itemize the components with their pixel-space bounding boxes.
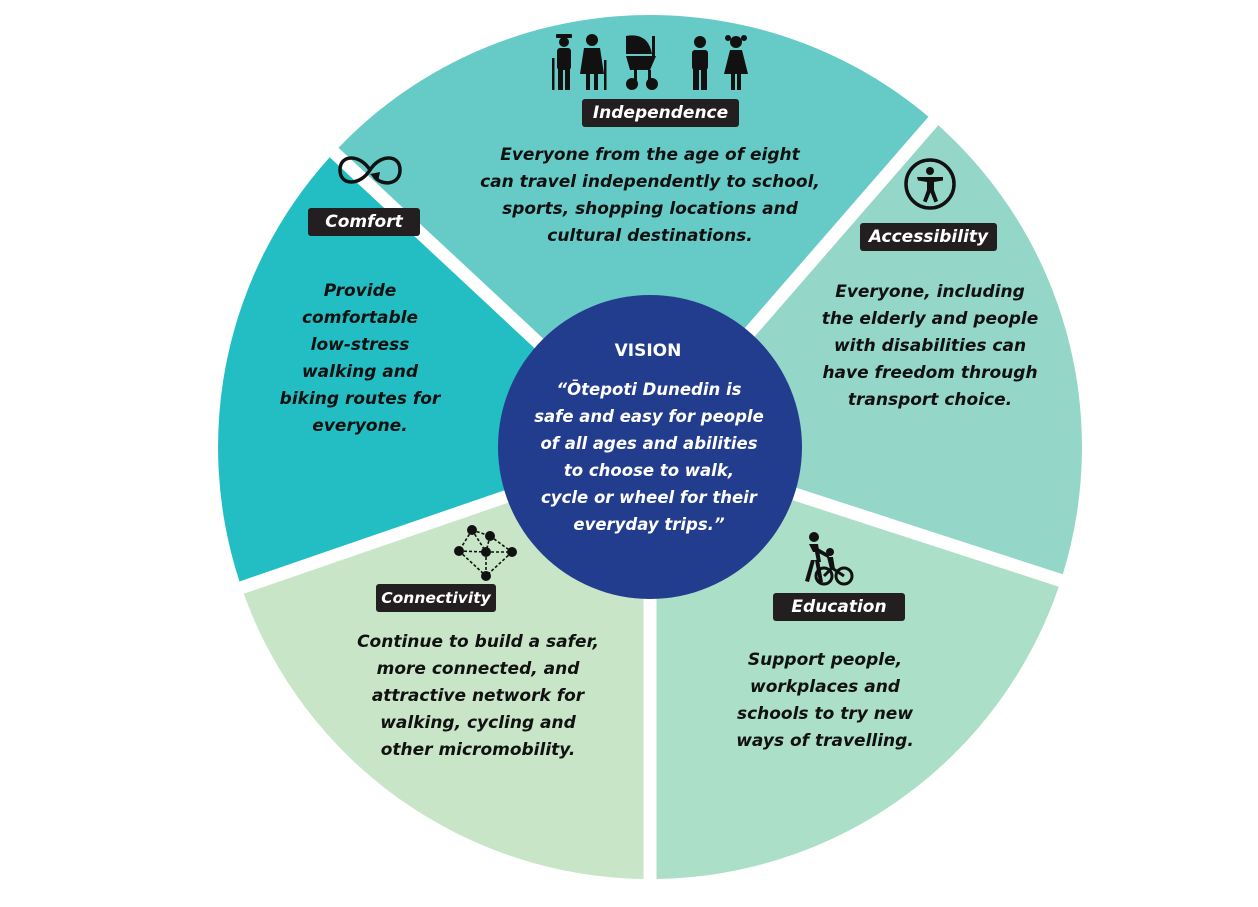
- connectivity-description: Continue to build a safer, more connecte…: [330, 629, 626, 764]
- description-line: with disabilities can: [833, 336, 1027, 356]
- description-line: transport choice.: [847, 390, 1013, 410]
- description-line: cultural destinations.: [547, 226, 753, 246]
- vision-quote-line: cycle or wheel for their: [541, 488, 757, 507]
- adult-teaching-child-bike-icon: [805, 532, 854, 586]
- education-description: Support people, workplaces and schools t…: [710, 647, 940, 755]
- accessibility-label: Accessibility: [860, 223, 997, 251]
- independence-label: Independence: [582, 99, 739, 127]
- description-line: more connected, and: [376, 659, 580, 679]
- vision-quote-line: safe and easy for people: [534, 407, 764, 426]
- independence-description: Everyone from the age of eight can trave…: [470, 142, 830, 250]
- network-nodes-icon: [454, 525, 517, 581]
- infinity-loop-icon: [338, 156, 402, 185]
- comfort-label: Comfort: [308, 208, 420, 236]
- description-line: have freedom through: [822, 363, 1038, 383]
- description-line: can travel independently to school,: [480, 172, 820, 192]
- vision-title: VISION: [614, 341, 682, 361]
- segment-connectivity: [243, 456, 644, 879]
- vision-quote-line: “Ōtepoti Dunedin is: [556, 380, 742, 399]
- vision-quote-line: of all ages and abilities: [540, 434, 758, 453]
- segment-education: [656, 455, 1059, 879]
- vision-quote: “Ōtepoti Dunedin is safe and easy for pe…: [508, 376, 790, 538]
- description-line: Everyone, including: [835, 282, 1025, 302]
- description-line: Everyone from the age of eight: [500, 145, 800, 165]
- description-line: walking and: [301, 362, 419, 382]
- vision-quote-line: to choose to walk,: [563, 461, 735, 480]
- description-line: other micromobility.: [380, 740, 576, 760]
- description-line: walking, cycling and: [380, 713, 576, 733]
- vision-quote-line: everyday trips.”: [573, 515, 725, 534]
- description-line: everyone.: [312, 416, 408, 436]
- people-family-stroller-icon: [552, 34, 748, 90]
- description-line: workplaces and: [750, 677, 900, 697]
- connectivity-label: Connectivity: [376, 584, 496, 612]
- description-line: schools to try new: [736, 704, 914, 724]
- description-line: biking routes for: [279, 389, 441, 409]
- comfort-description: Provide comfortable low-stress walking a…: [262, 278, 458, 440]
- description-line: Continue to build a safer,: [357, 632, 599, 652]
- description-line: Support people,: [747, 650, 903, 670]
- education-label: Education: [773, 593, 905, 621]
- accessibility-description: Everyone, including the elderly and peop…: [805, 279, 1055, 414]
- description-line: comfortable: [301, 308, 419, 328]
- description-line: low-stress: [310, 335, 410, 355]
- segment-independence: [338, 14, 929, 438]
- description-line: the elderly and people: [821, 309, 1039, 329]
- vision-center-circle: [498, 295, 802, 599]
- accessibility-person-icon: [904, 158, 956, 210]
- description-line: sports, shopping locations and: [502, 199, 798, 219]
- description-line: attractive network for: [371, 686, 585, 706]
- description-line: Provide: [323, 281, 397, 301]
- description-line: ways of travelling.: [736, 731, 914, 751]
